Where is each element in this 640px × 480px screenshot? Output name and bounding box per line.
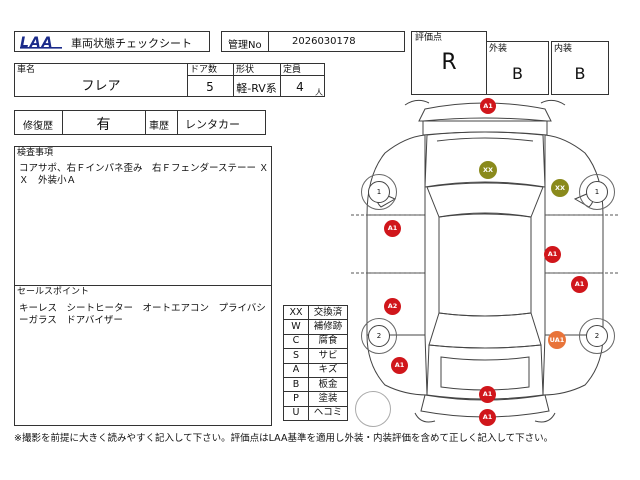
legend-meaning: 塗装 — [308, 391, 348, 407]
damage-marker: A1 — [391, 357, 408, 374]
footer-note: ※撮影を前提に大きく読みやすく記入して下さい。評価点はLAA基準を適用し外装・内… — [14, 433, 554, 444]
damage-marker: A1 — [479, 386, 496, 403]
shape-label: 形状 — [236, 65, 255, 75]
damage-marker: A2 — [384, 298, 401, 315]
legend-code: S — [283, 348, 309, 364]
laa-logo-icon: LAA — [20, 35, 62, 51]
laa-logo: LAA — [19, 34, 67, 51]
history-row: 修復歴 有 車歴 レンタカー — [14, 110, 266, 135]
repair-label: 修復歴 — [23, 121, 53, 132]
eval-label: 評価点 — [415, 33, 443, 43]
legend-meaning: ヘコミ — [308, 405, 348, 422]
damage-marker: A1 — [544, 246, 561, 263]
legend-code: B — [283, 376, 309, 393]
mgmt-no-label: 管理No — [228, 40, 262, 51]
damage-marker: A1 — [479, 409, 496, 426]
wheel-ring — [361, 174, 397, 210]
mgmt-no-box: 管理No 2026030178 — [221, 31, 405, 52]
doors-value: 5 — [206, 80, 214, 94]
damage-marker: XX — [479, 161, 497, 179]
sheet-title: 車両状態チェックシート — [71, 37, 192, 50]
car-diagram — [351, 99, 619, 423]
interior-box: 内装 B — [551, 41, 609, 95]
interior-grade: B — [574, 64, 586, 83]
sales-text: キーレス シートヒーター オートエアコン プライバシーガラス ドアバイザー — [19, 303, 266, 326]
svg-text:LAA: LAA — [20, 35, 54, 49]
inspection-text: コアサポ、右Ｆインパネ歪み 右Ｆフェンダーステーー Ｘ Ｘ 外装小Ａ — [19, 163, 269, 186]
legend-meaning: 腐食 — [308, 333, 348, 350]
exterior-box: 外装 B — [486, 41, 549, 95]
interior-label: 内装 — [554, 44, 573, 54]
inspection-label: 検査事項 — [17, 148, 54, 158]
legend-code: C — [283, 333, 309, 350]
wheel-ring — [579, 174, 615, 210]
notes-box: 検査事項 コアサポ、右Ｆインパネ歪み 右Ｆフェンダーステーー Ｘ Ｘ 外装小Ａ … — [14, 146, 272, 426]
legend-code: W — [283, 319, 309, 335]
shape-value: 軽-RV系 — [236, 82, 277, 95]
wheel-ring — [579, 318, 615, 354]
capacity-value: 4 — [296, 80, 304, 94]
damage-marker: XX — [551, 179, 569, 197]
mgmt-no-value: 2026030178 — [292, 36, 356, 47]
legend-meaning: 交換済 — [308, 304, 348, 321]
legend-code: A — [283, 362, 309, 378]
eval-score: R — [441, 50, 457, 75]
repair-value: 有 — [96, 117, 111, 133]
legend-code: P — [283, 391, 309, 407]
evaluation-box: 評価点 R — [411, 31, 487, 95]
header-title-box: LAA 車両状態チェックシート — [14, 31, 210, 52]
legend-meaning: 補修跡 — [308, 319, 348, 335]
vehicle-name-label: 車名 — [17, 65, 36, 75]
legend-code: XX — [283, 304, 309, 321]
doors-label: ドア数 — [190, 65, 218, 75]
wheel-ring — [361, 318, 397, 354]
usage-label: 車歴 — [149, 121, 169, 132]
usage-value: レンタカー — [185, 118, 240, 131]
damage-marker: A1 — [384, 220, 401, 237]
stamp-circle — [355, 391, 391, 427]
vehicle-row: 車名 フレア ドア数 5 形状 軽-RV系 定員 4 人 — [14, 63, 325, 97]
capacity-label: 定員 — [283, 65, 302, 75]
legend-code: U — [283, 405, 309, 422]
vehicle-name: フレア — [81, 79, 121, 94]
damage-marker: UA1 — [548, 331, 566, 349]
sales-label: セールスポイント — [17, 287, 90, 297]
legend-meaning: サビ — [308, 348, 348, 364]
exterior-grade: B — [512, 64, 523, 83]
legend-meaning: キズ — [308, 362, 348, 378]
damage-marker: A1 — [480, 98, 496, 114]
legend-meaning: 板金 — [308, 376, 348, 393]
exterior-label: 外装 — [489, 44, 508, 54]
damage-marker: A1 — [571, 276, 588, 293]
capacity-unit: 人 — [315, 88, 323, 97]
